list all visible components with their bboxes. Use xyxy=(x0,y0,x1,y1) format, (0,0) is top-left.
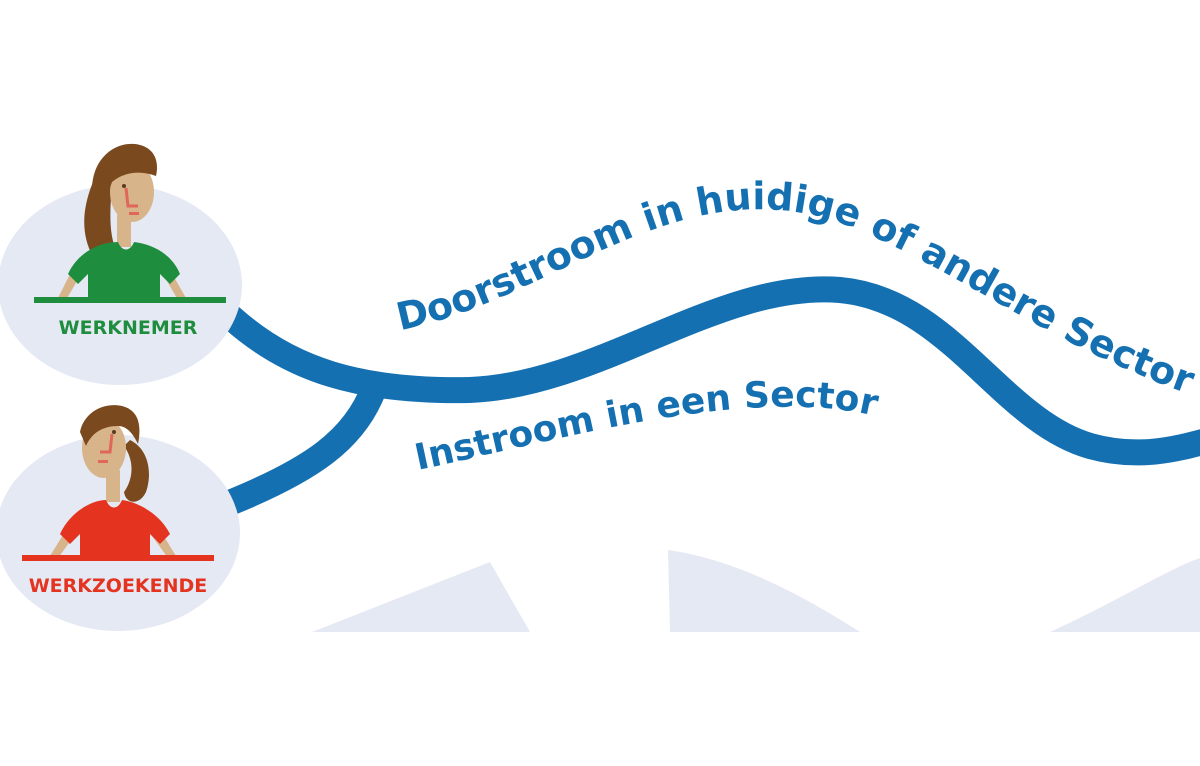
werkzoekende-label: WERKZOEKENDE xyxy=(29,575,208,597)
eye xyxy=(122,184,126,188)
eye xyxy=(112,430,116,434)
neck xyxy=(117,215,131,247)
hair-icon xyxy=(124,440,149,502)
mouth xyxy=(129,212,139,215)
neck xyxy=(106,470,120,502)
werknemer-person: WERKNEMER xyxy=(0,143,242,385)
mouth xyxy=(98,460,108,463)
hair-icon xyxy=(84,175,118,265)
desk-line xyxy=(22,555,214,561)
desk-line xyxy=(34,297,226,303)
nose xyxy=(124,187,138,208)
werkzoekende-person: WERKZOEKENDE xyxy=(0,405,240,631)
werknemer-label: WERKNEMER xyxy=(59,317,198,339)
hair-front xyxy=(92,143,158,214)
instroom-stream xyxy=(219,375,387,515)
mountain-right xyxy=(1050,558,1200,632)
werkzoekende-shirt xyxy=(60,500,170,558)
nose xyxy=(100,433,114,454)
face xyxy=(110,162,154,222)
werknemer-shirt xyxy=(68,242,180,300)
flow-streams xyxy=(219,276,1200,515)
background-mountains xyxy=(312,550,1200,632)
mountain-left xyxy=(312,562,530,632)
mountain-middle xyxy=(668,550,860,632)
hair-front xyxy=(80,405,140,446)
